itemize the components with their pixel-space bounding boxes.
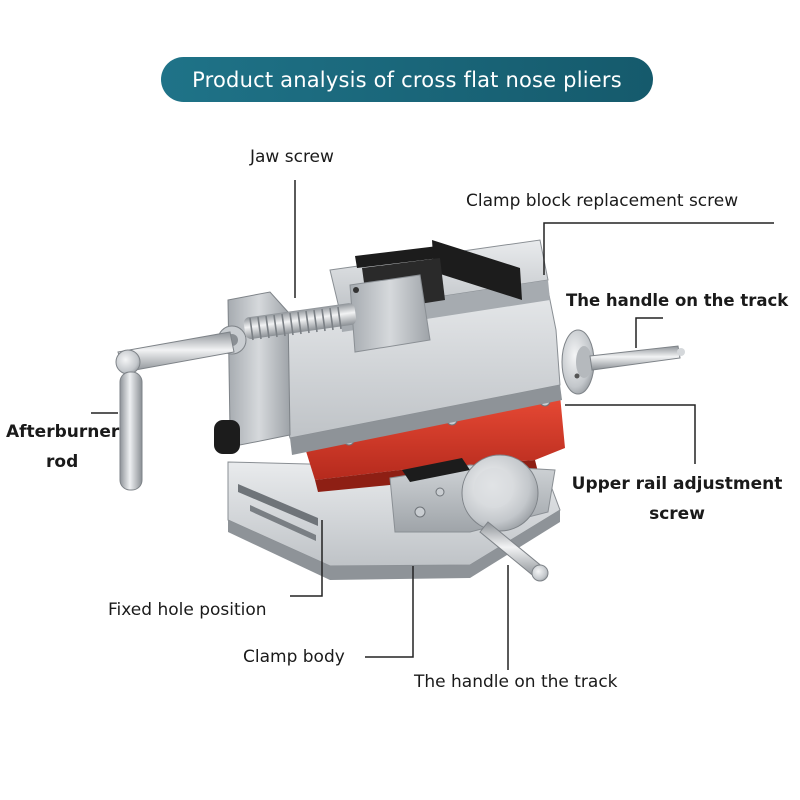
- label-clamp-body: Clamp body: [243, 647, 345, 667]
- label-handle-on-track-top: The handle on the track: [566, 291, 789, 310]
- label-handle-on-track-bottom: The handle on the track: [414, 672, 618, 692]
- label-afterburner-rod-line2: rod: [46, 452, 79, 472]
- label-afterburner-rod: Afterburner rod: [6, 420, 119, 474]
- label-upper-rail-line2: screw: [649, 504, 705, 524]
- page-title: Product analysis of cross flat nose plie…: [161, 57, 653, 102]
- label-fixed-hole-position: Fixed hole position: [108, 600, 267, 620]
- label-clamp-block-replacement-screw: Clamp block replacement screw: [466, 191, 739, 211]
- label-upper-rail-adjustment-screw: Upper rail adjustment screw: [566, 472, 788, 526]
- label-afterburner-rod-line1: Afterburner: [6, 422, 120, 442]
- label-upper-rail-line1: Upper rail adjustment: [571, 474, 783, 494]
- label-jaw-screw: Jaw screw: [250, 147, 334, 167]
